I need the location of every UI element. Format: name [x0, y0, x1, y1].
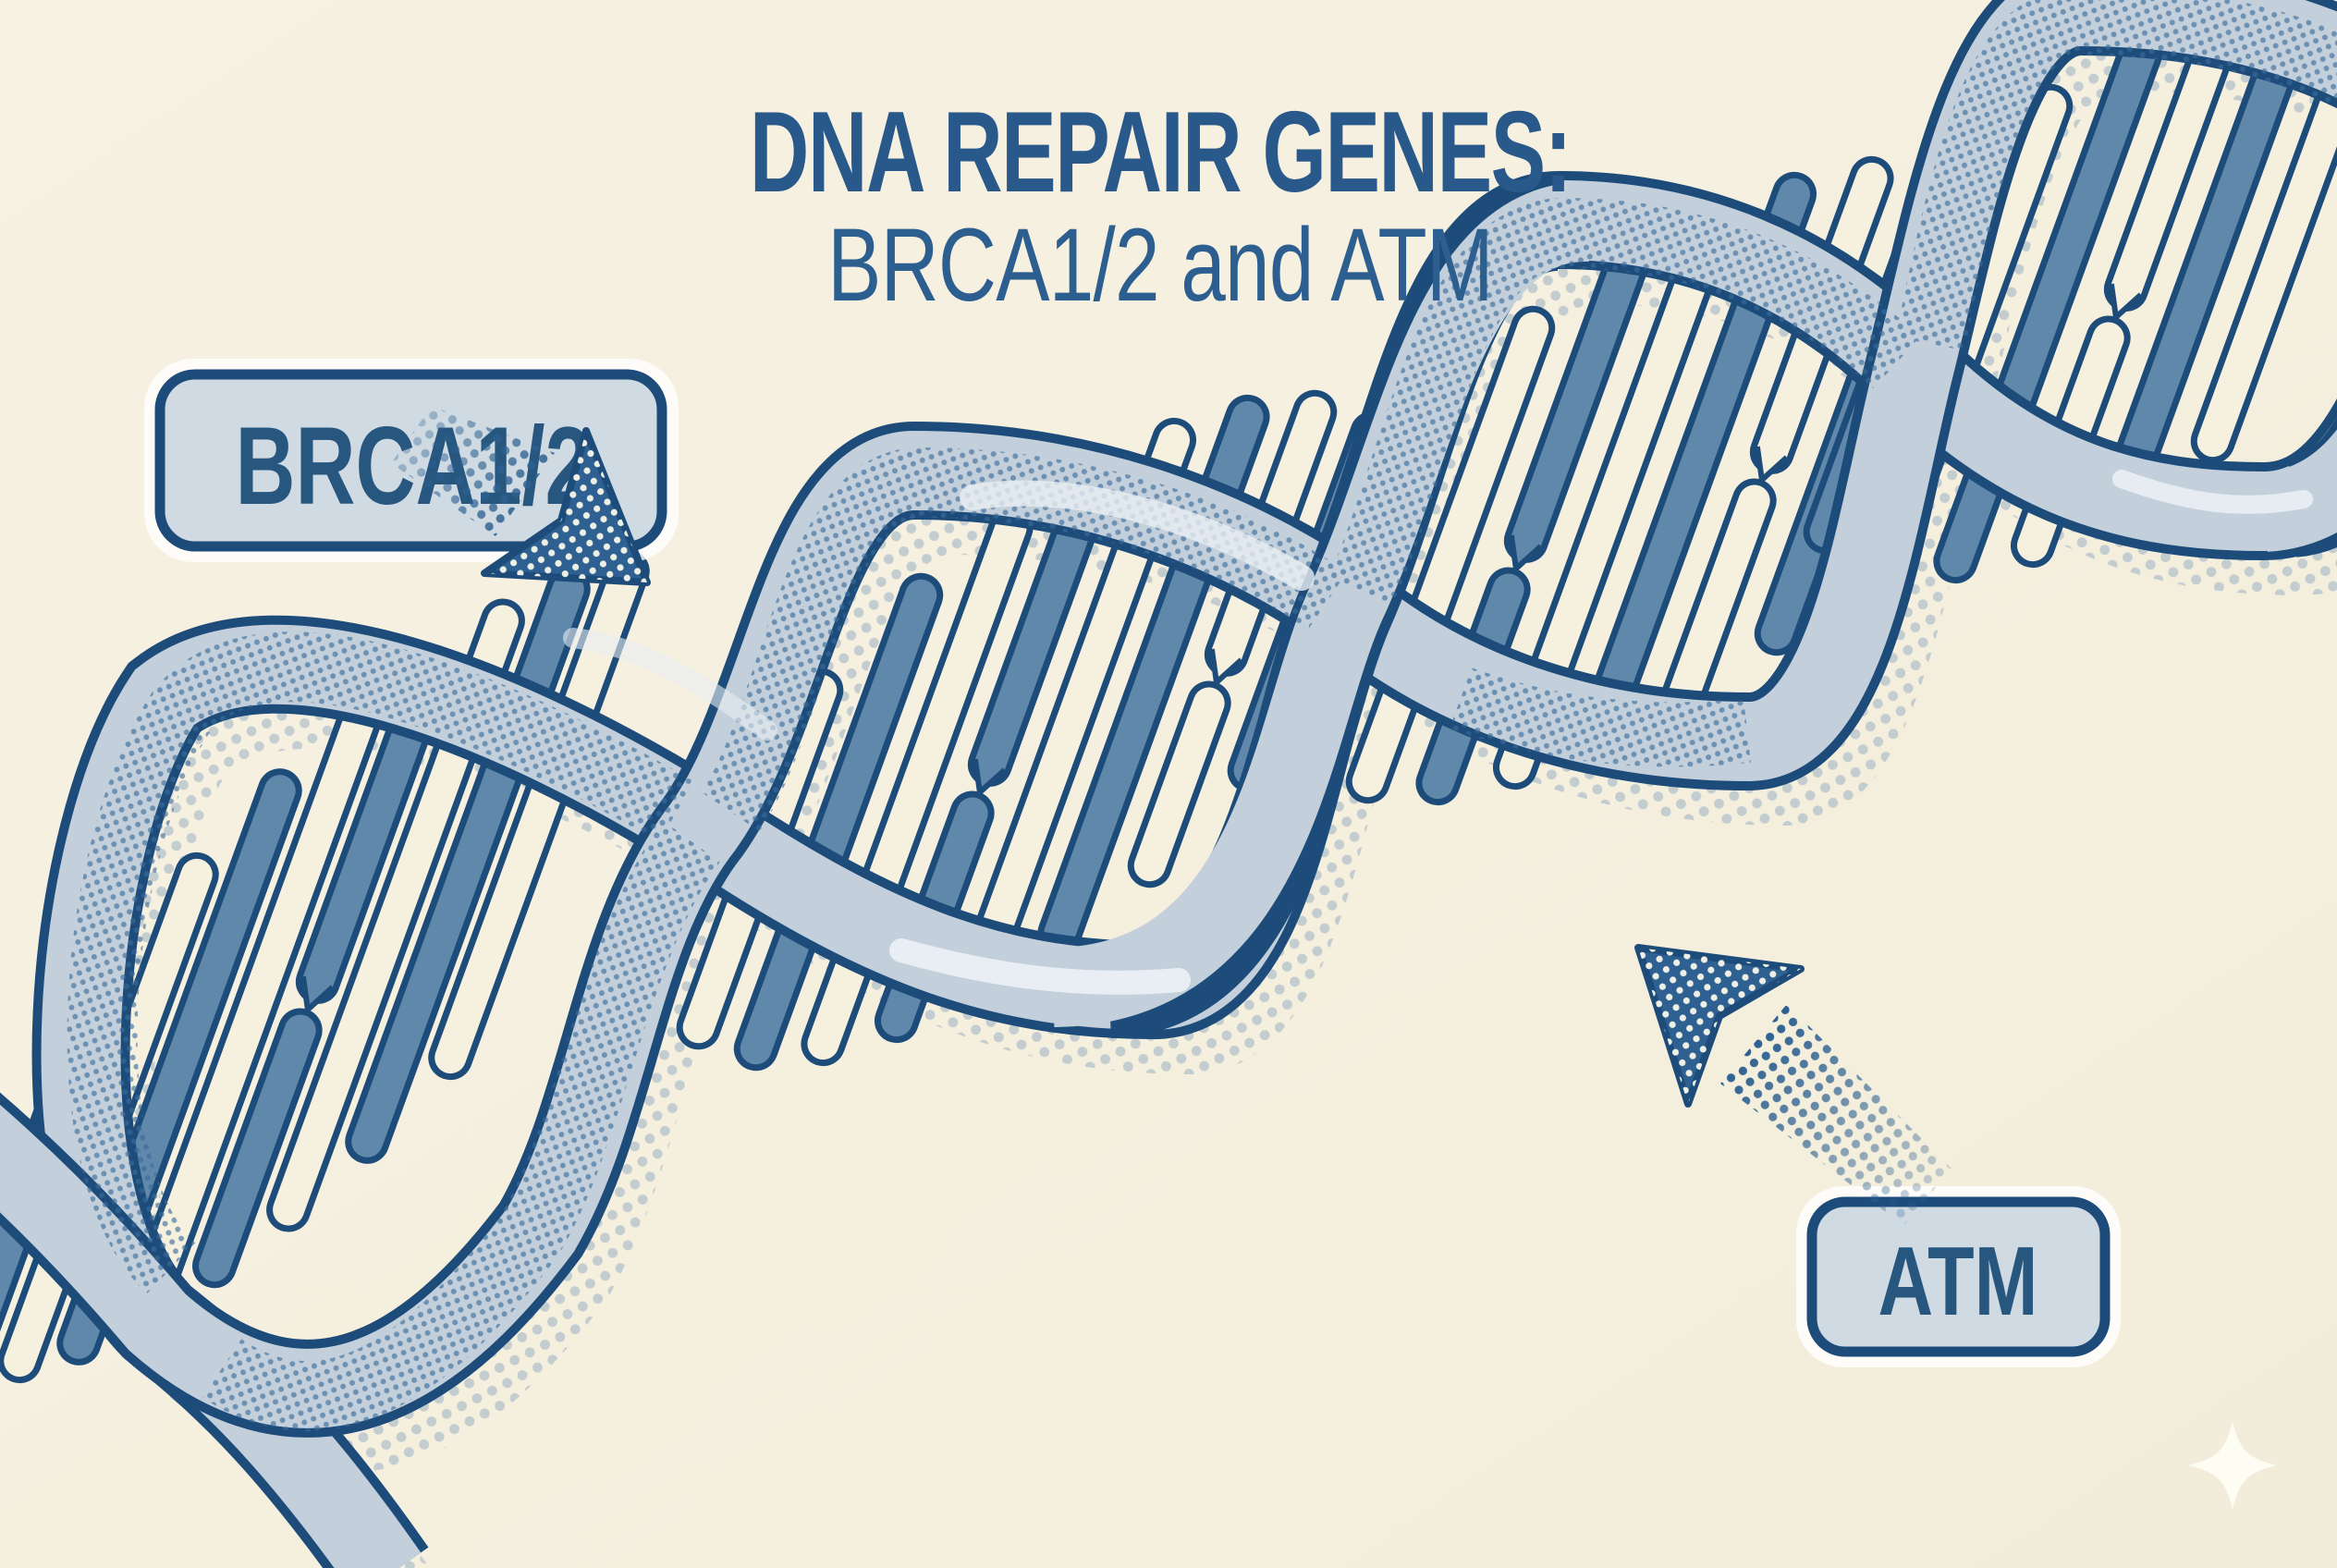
brca-arrow-icon — [391, 406, 651, 586]
title-line-2: BRCA1/2 and ATM — [827, 208, 1493, 324]
base-pair-rung — [1345, 305, 1556, 804]
title-block: DNA REPAIR GENES: BRCA1/2 and ATM — [750, 88, 1572, 324]
sparkle-icon — [2188, 1421, 2277, 1510]
atm-arrow-icon — [1634, 944, 1952, 1226]
base-pair-rung — [733, 572, 944, 1072]
atm-callout: ATM — [1634, 944, 2121, 1367]
base-pair-rung — [122, 700, 381, 1334]
brca-label-glow — [144, 359, 679, 562]
base-pair-rung — [345, 567, 591, 1164]
helix-highlights — [563, 470, 2313, 995]
title-line-1: DNA REPAIR GENES: — [750, 88, 1571, 216]
atm-label-text: ATM — [1878, 1227, 2038, 1336]
atm-label-glow — [1796, 1186, 2121, 1367]
atm-label-box — [1806, 1196, 2111, 1357]
brca-callout: BRCA1/2 — [144, 359, 679, 586]
base-pair-rung — [2190, 0, 2337, 464]
